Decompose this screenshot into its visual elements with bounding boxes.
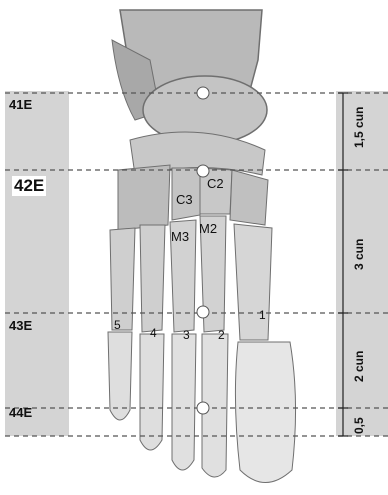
- point-label-41e: 41E: [9, 97, 32, 112]
- toe-label-5: 5: [114, 318, 121, 332]
- point-label-44e: 44E: [9, 405, 32, 420]
- measure-label-0-5: 0,5: [352, 417, 366, 434]
- toe-5: [108, 332, 132, 420]
- bone-label-c2: C2: [207, 176, 224, 191]
- point-label-42e: 42E: [12, 176, 46, 196]
- bone-label-c3: C3: [176, 192, 193, 207]
- acupoint-44e: [197, 402, 209, 414]
- acupoint-41e: [197, 87, 209, 99]
- point-label-43e: 43E: [9, 318, 32, 333]
- metatarsal-4: [140, 225, 165, 332]
- measure-label-2-cun: 2 cun: [352, 351, 366, 382]
- metatarsal-5: [110, 228, 135, 330]
- toe-1: [235, 342, 295, 483]
- toe-4: [140, 334, 164, 450]
- acupoint-43e: [197, 306, 209, 318]
- toe-label-2: 2: [218, 328, 225, 342]
- bone-label-m3: M3: [171, 229, 189, 244]
- measure-label-1-5-cun: 1,5 cun: [352, 107, 366, 148]
- toe-label-4: 4: [150, 326, 157, 340]
- toe-label-1: 1: [259, 308, 266, 322]
- cun-scale: [338, 93, 348, 436]
- toe-3: [172, 334, 196, 470]
- measure-label-3-cun: 3 cun: [352, 239, 366, 270]
- toe-label-3: 3: [183, 328, 190, 342]
- cuboid-bone: [118, 165, 170, 230]
- cuneiform-c1: [230, 170, 268, 225]
- metatarsal-1: [234, 224, 272, 340]
- bone-label-m2: M2: [199, 221, 217, 236]
